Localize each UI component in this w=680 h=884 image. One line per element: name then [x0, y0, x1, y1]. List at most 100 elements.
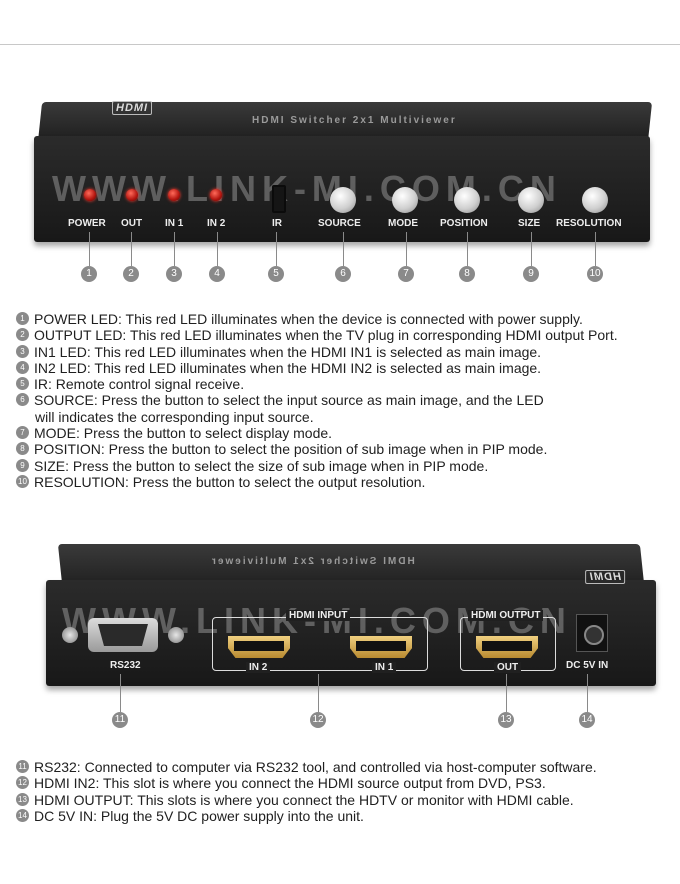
hdmi-in1-port[interactable]	[350, 636, 412, 658]
callout-line	[131, 232, 132, 266]
callout-line	[318, 674, 319, 712]
dc-power-jack[interactable]	[576, 614, 608, 652]
desc-number: 3	[16, 344, 29, 358]
label-dc: DC 5V IN	[566, 660, 609, 671]
label-in2: IN 2	[246, 662, 271, 673]
desc-number: 7	[16, 426, 29, 440]
desc-text: MODE: Press the button to select display…	[34, 425, 333, 442]
callout-line	[595, 232, 596, 266]
callout-line	[587, 674, 588, 712]
callout-8: 8	[459, 266, 475, 282]
in2-led	[210, 189, 222, 201]
callout-line	[120, 674, 121, 712]
source-button[interactable]	[330, 187, 356, 213]
desc-number: 9	[16, 458, 29, 472]
label-ir: IR	[272, 218, 282, 229]
desc-text: POWER LED: This red LED illuminates when…	[34, 311, 583, 327]
desc-number: 2	[16, 328, 29, 342]
callout-6: 6	[335, 266, 351, 282]
desc-number: 10	[16, 474, 29, 488]
label-hdmi-input: HDMI INPUT	[286, 610, 351, 621]
desc-row: 12 HDMI IN2: This slot is where you conne…	[16, 775, 597, 791]
callout-line	[174, 232, 175, 266]
rs232-port[interactable]	[88, 618, 158, 652]
label-position: POSITION	[440, 218, 488, 229]
size-button[interactable]	[518, 187, 544, 213]
callout-line	[343, 232, 344, 266]
label-out: OUT	[121, 218, 143, 229]
label-source: SOURCE	[318, 218, 361, 229]
desc-text: DC 5V IN: Plug the 5V DC power supply in…	[34, 807, 364, 824]
label-size: SIZE	[518, 218, 541, 229]
power-led	[84, 189, 96, 201]
resolution-button[interactable]	[582, 187, 608, 213]
desc-number: 14	[16, 808, 29, 822]
front-panel-title: HDMI Switcher 2x1 Multiviewer	[252, 115, 457, 126]
desc-number: 12	[16, 776, 29, 790]
dc-jack-hole	[584, 625, 604, 645]
label-mode: MODE	[388, 218, 418, 229]
hdmi-port-slot	[356, 641, 406, 651]
hdmi-port-slot	[482, 641, 532, 651]
hdmi-in2-port[interactable]	[228, 636, 290, 658]
callout-14: 14	[579, 712, 595, 728]
desc-row: 5 IR: Remote control signal receive.	[16, 376, 618, 392]
desc-row: 1 POWER LED: This red LED illuminates whe…	[16, 311, 618, 327]
desc-text: RESOLUTION: Press the button to select t…	[34, 473, 426, 490]
desc-row: 7 MODE: Press the button to select displa…	[16, 425, 618, 441]
desc-text: IR: Remote control signal receive.	[34, 376, 245, 393]
callout-7: 7	[398, 266, 414, 282]
desc-text: POSITION: Press the button to select the…	[34, 441, 548, 458]
desc-row: 8 POSITION: Press the button to select th…	[16, 441, 618, 457]
callout-line	[467, 232, 468, 266]
desc-number: 11	[16, 760, 29, 773]
desc-number: 8	[16, 442, 29, 456]
label-rs232: RS232	[110, 660, 141, 671]
desc-text: IN2 LED: This red LED illuminates when t…	[34, 359, 542, 376]
label-power: POWER	[68, 218, 106, 229]
callout-13: 13	[498, 712, 514, 728]
callout-9: 9	[523, 266, 539, 282]
back-descriptions: 11 RS232: Connected to computer via RS232…	[16, 759, 597, 824]
ir-receiver	[272, 185, 286, 213]
rs232-port-pins	[98, 624, 148, 646]
desc-number: 5	[16, 377, 29, 391]
callout-1: 1	[81, 266, 97, 282]
screw-icon	[62, 627, 78, 643]
screw-icon	[168, 627, 184, 643]
in1-led	[168, 189, 180, 201]
desc-row: 2 OUTPUT LED: This red LED illuminates wh…	[16, 327, 618, 343]
desc-row-continued: will indicates the corresponding input s…	[16, 409, 618, 425]
callout-2: 2	[123, 266, 139, 282]
hdmi-output-port[interactable]	[476, 636, 538, 658]
desc-row: 9 SIZE: Press the button to select the si…	[16, 458, 618, 474]
desc-text: OUTPUT LED: This red LED illuminates whe…	[34, 327, 618, 344]
callout-3: 3	[166, 266, 182, 282]
back-panel-title: HDMI Switcher 2x1 Multiviewer	[210, 556, 415, 567]
label-in1: IN 1	[165, 218, 184, 229]
label-in1: IN 1	[372, 662, 397, 673]
callout-11: 11	[112, 712, 128, 728]
desc-row: 14 DC 5V IN: Plug the 5V DC power supply …	[16, 808, 597, 824]
desc-row: 11 RS232: Connected to computer via RS232…	[16, 759, 597, 775]
out-led	[126, 189, 138, 201]
desc-text: HDMI IN2: This slot is where you connect…	[34, 775, 546, 792]
desc-number: 1	[16, 312, 29, 325]
desc-row: 4 IN2 LED: This red LED illuminates when …	[16, 360, 618, 376]
label-in2: IN 2	[207, 218, 226, 229]
desc-text: will indicates the corresponding input s…	[35, 408, 314, 425]
mode-button[interactable]	[392, 187, 418, 213]
callout-5: 5	[268, 266, 284, 282]
front-descriptions: 1 POWER LED: This red LED illuminates whe…	[16, 311, 618, 490]
callout-line	[217, 232, 218, 266]
callout-line	[406, 232, 407, 266]
position-button[interactable]	[454, 187, 480, 213]
label-out: OUT	[494, 662, 522, 673]
desc-number: 4	[16, 360, 29, 374]
desc-row: 10 RESOLUTION: Press the button to select…	[16, 474, 618, 490]
desc-text: RS232: Connected to computer via RS232 t…	[34, 759, 597, 775]
desc-text: SIZE: Press the button to select the siz…	[34, 457, 489, 474]
